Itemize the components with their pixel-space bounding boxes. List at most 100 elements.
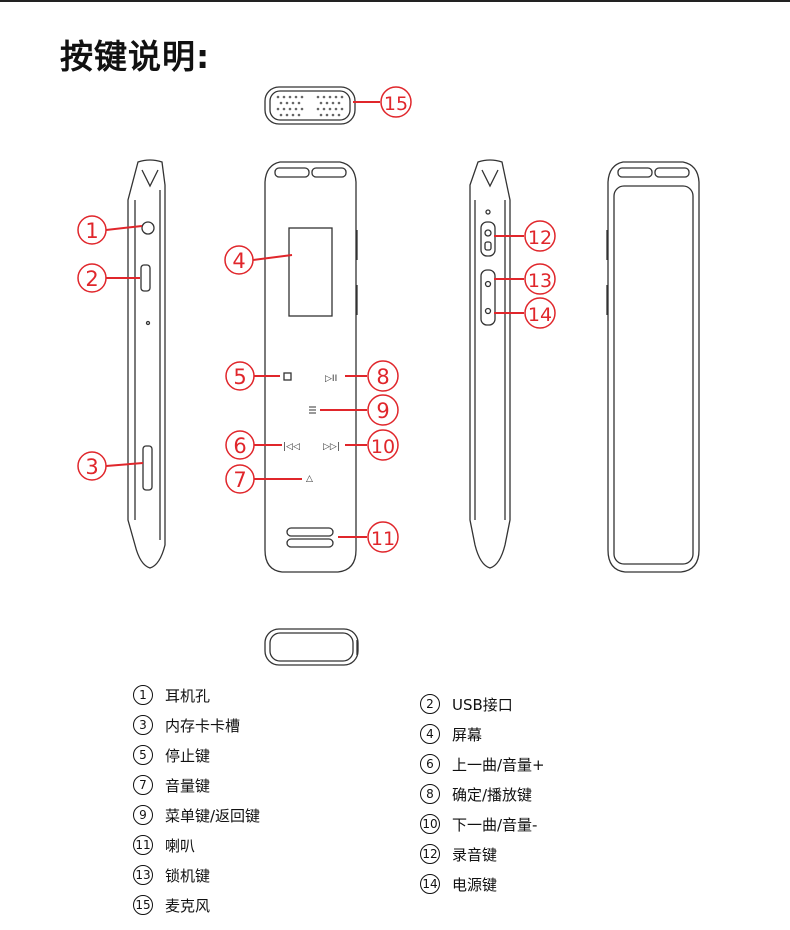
callout-13-label: 13 xyxy=(528,270,552,292)
legend-label: USB接口 xyxy=(452,695,513,714)
callout-8 xyxy=(367,360,399,392)
previous-icon: |◁◁ xyxy=(283,442,300,452)
callout-lines xyxy=(105,101,524,538)
legend-num: 3 xyxy=(133,715,153,735)
callout-15-label: 15 xyxy=(384,93,408,115)
legend-item: 13 锁机键 xyxy=(133,860,260,890)
volume-icon: △ xyxy=(306,474,313,484)
callout-5-label: 5 xyxy=(233,365,246,389)
callout-15 xyxy=(380,86,412,118)
legend-item: 2 USB接口 xyxy=(420,689,545,719)
callout-10 xyxy=(367,429,399,461)
callout-13 xyxy=(524,263,556,295)
legend-item: 6 上一曲/音量+ xyxy=(420,749,545,779)
legend-label: 确定/播放键 xyxy=(452,785,533,804)
callout-11-label: 11 xyxy=(371,528,395,550)
front-view: ▷II |◁◁ ▷▷| △ xyxy=(264,161,358,573)
page-title: 按键说明: xyxy=(60,37,211,76)
legend-num: 5 xyxy=(133,745,153,765)
legend-num: 1 xyxy=(133,685,153,705)
card-slot xyxy=(142,445,153,491)
legend-label: 锁机键 xyxy=(165,866,211,885)
legend-num: 7 xyxy=(133,775,153,795)
legend-item: 11 喇叭 xyxy=(133,830,260,860)
legend-label: 喇叭 xyxy=(165,836,196,855)
legend-item: 3 内存卡卡槽 xyxy=(133,710,260,740)
top-view xyxy=(264,86,356,125)
legend-left: 1 耳机孔 3 内存卡卡槽 5 停止键 7 音量键 9 菜单键/返回键 11 喇叭 13 锁机… xyxy=(133,680,260,920)
legend-num: 10 xyxy=(420,814,440,834)
legend-label: 麦克风 xyxy=(165,896,211,915)
callout-12 xyxy=(524,220,556,252)
callout-10-label: 10 xyxy=(371,436,395,458)
right-side-view xyxy=(469,159,511,569)
legend-label: 耳机孔 xyxy=(165,686,211,705)
legend-item: 12 录音键 xyxy=(420,839,545,869)
callout-7 xyxy=(225,464,255,494)
legend-item: 5 停止键 xyxy=(133,740,260,770)
callout-1-label: 1 xyxy=(85,219,98,243)
next-icon: ▷▷| xyxy=(323,442,340,452)
legend-num: 15 xyxy=(133,895,153,915)
callout-5 xyxy=(225,361,255,391)
callout-11 xyxy=(367,521,399,553)
lock-power-buttons xyxy=(480,269,496,326)
callout-3-label: 3 xyxy=(85,455,98,479)
legend-item: 1 耳机孔 xyxy=(133,680,260,710)
legend-item: 14 电源键 xyxy=(420,869,545,899)
speaker-grille xyxy=(286,527,334,537)
legend-num: 12 xyxy=(420,844,440,864)
legend-item: 10 下一曲/音量- xyxy=(420,809,545,839)
usb-port xyxy=(140,264,151,292)
legend-num: 9 xyxy=(133,805,153,825)
callout-14-label: 14 xyxy=(528,304,552,326)
legend-item: 7 音量键 xyxy=(133,770,260,800)
legend-label: 下一曲/音量- xyxy=(452,815,538,834)
legend-label: 录音键 xyxy=(452,845,498,864)
callout-4-label: 4 xyxy=(232,249,245,273)
top-divider xyxy=(0,0,790,2)
legend-item: 4 屏幕 xyxy=(420,719,545,749)
play-pause-icon: ▷II xyxy=(325,374,337,384)
legend-label: 音量键 xyxy=(165,776,211,795)
legend-label: 停止键 xyxy=(165,746,211,765)
legend-num: 11 xyxy=(133,835,153,855)
legend-label: 菜单键/返回键 xyxy=(165,806,261,825)
microphone-grille xyxy=(276,95,344,117)
legend-label: 电源键 xyxy=(452,875,498,894)
callout-4 xyxy=(224,245,254,275)
menu-icon xyxy=(309,406,316,414)
callout-3 xyxy=(77,451,107,481)
legend-label: 屏幕 xyxy=(452,725,483,744)
callout-9 xyxy=(367,394,399,426)
callout-2-label: 2 xyxy=(85,267,98,291)
legend-num: 6 xyxy=(420,754,440,774)
legend-num: 2 xyxy=(420,694,440,714)
callout-9-label: 9 xyxy=(376,399,389,423)
screen xyxy=(288,227,333,317)
left-side-view xyxy=(127,159,166,569)
legend-item: 15 麦克风 xyxy=(133,890,260,920)
callout-12-label: 12 xyxy=(528,227,552,249)
legend-num: 14 xyxy=(420,874,440,894)
bottom-view xyxy=(264,628,359,666)
callout-14 xyxy=(524,297,556,329)
stop-icon xyxy=(283,372,292,381)
legend-item: 9 菜单键/返回键 xyxy=(133,800,260,830)
legend-num: 4 xyxy=(420,724,440,744)
callout-1 xyxy=(77,215,107,245)
legend-label: 内存卡卡槽 xyxy=(165,716,241,735)
legend-label: 上一曲/音量+ xyxy=(452,755,545,774)
callout-6-label: 6 xyxy=(233,434,246,458)
callout-7-label: 7 xyxy=(233,468,246,492)
back-view xyxy=(606,161,700,573)
record-button xyxy=(480,221,496,257)
callout-8-label: 8 xyxy=(376,365,389,389)
legend-num: 13 xyxy=(133,865,153,885)
callout-6 xyxy=(225,430,255,460)
headphone-jack xyxy=(141,221,155,235)
callout-2 xyxy=(77,263,107,293)
